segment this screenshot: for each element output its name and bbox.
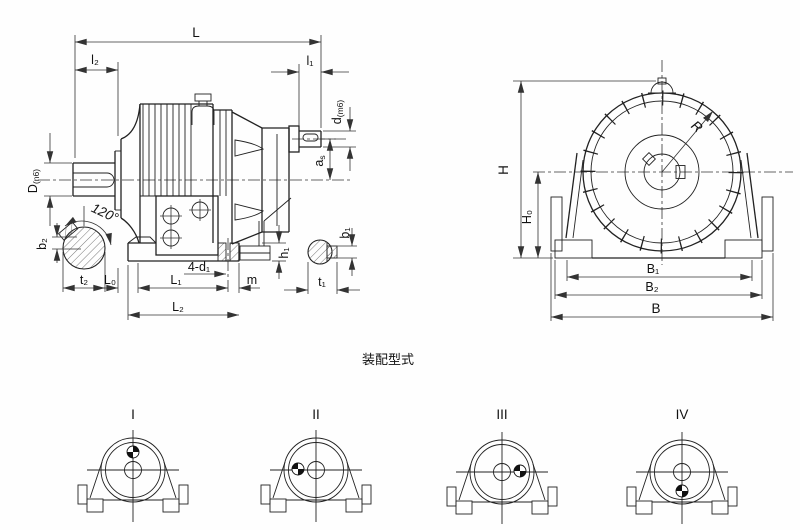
shaft-position-marker-2 xyxy=(291,462,305,476)
assembly-type-3: III xyxy=(446,407,558,525)
dim-B-label: B xyxy=(651,301,660,316)
assembly-caption: 装配型式 xyxy=(362,352,414,367)
assembly-type-1: I xyxy=(77,407,189,523)
dim-l2-label: l₂ xyxy=(91,53,99,67)
assembly-type-4-label: IV xyxy=(676,407,689,422)
dim-R-label: R xyxy=(688,118,705,136)
inspection-panel xyxy=(155,195,219,256)
mounting-base xyxy=(127,236,271,293)
side-view-dimensions: L l₂ l₁ d(m6) as D( xyxy=(26,25,356,320)
front-view-dimensions: R H H₀ B₁ B₂ B xyxy=(496,80,774,321)
input-shaft-section: b₁ t₁ xyxy=(284,227,360,294)
shaft-position-marker-4 xyxy=(675,484,689,498)
dim-H-label: H xyxy=(496,165,511,175)
dim-t1-label: t₁ xyxy=(318,275,326,289)
front-view: R H H₀ B₁ B₂ B xyxy=(496,60,793,321)
dim-as-label: as xyxy=(312,155,327,166)
assembly-type-4: IV xyxy=(626,407,738,525)
shaft-position-marker-3 xyxy=(513,464,527,478)
dim-h1-label: h₁ xyxy=(277,247,291,258)
dim-L1-label: L₁ xyxy=(170,273,181,287)
assembly-type-3-label: III xyxy=(496,407,507,422)
angle-label: 120° xyxy=(89,200,121,226)
assembly-type-2: II xyxy=(260,407,372,523)
mini-housing-3 xyxy=(446,431,558,525)
dim-L2-label: L₂ xyxy=(172,300,184,314)
dim-l1-label: l₁ xyxy=(307,54,314,68)
breather-plug xyxy=(191,93,215,125)
housing-cone xyxy=(231,111,300,246)
dim-H0-label: H₀ xyxy=(520,210,534,224)
cooling-fin-body xyxy=(139,103,233,244)
assembly-type-2-label: II xyxy=(312,407,320,422)
dim-D-label: D(n6) xyxy=(26,169,41,193)
dim-L-label: L xyxy=(192,25,200,40)
dim-m-label: m xyxy=(247,273,257,287)
housing-bell xyxy=(114,103,141,244)
mini-housing-4 xyxy=(626,431,738,525)
breather-dome xyxy=(650,81,674,94)
dim-B1-label: B₁ xyxy=(647,262,660,276)
dim-d-label: d(m6) xyxy=(330,100,345,125)
output-shaft-section: 120° b₂ t₂ xyxy=(35,200,121,292)
mini-housing-1 xyxy=(77,429,189,523)
shaft-position-marker-1 xyxy=(126,445,140,459)
dim-4d1-label: 4-d₁ xyxy=(188,260,210,274)
dim-B2-label: B₂ xyxy=(645,280,658,294)
mini-housing-2 xyxy=(260,429,372,523)
output-shaft xyxy=(72,162,115,197)
front-housing xyxy=(550,77,774,259)
dim-L0-label: L₀ xyxy=(104,273,116,287)
dim-b1-label: b₁ xyxy=(338,227,352,238)
assembly-type-1-label: I xyxy=(131,407,135,422)
fin-tick-ring xyxy=(580,90,744,254)
side-view: 120° b₂ t₂ b₁ t₁ xyxy=(26,25,360,320)
dim-t2-label: t₂ xyxy=(80,273,88,287)
dim-b2-label: b₂ xyxy=(35,238,49,250)
